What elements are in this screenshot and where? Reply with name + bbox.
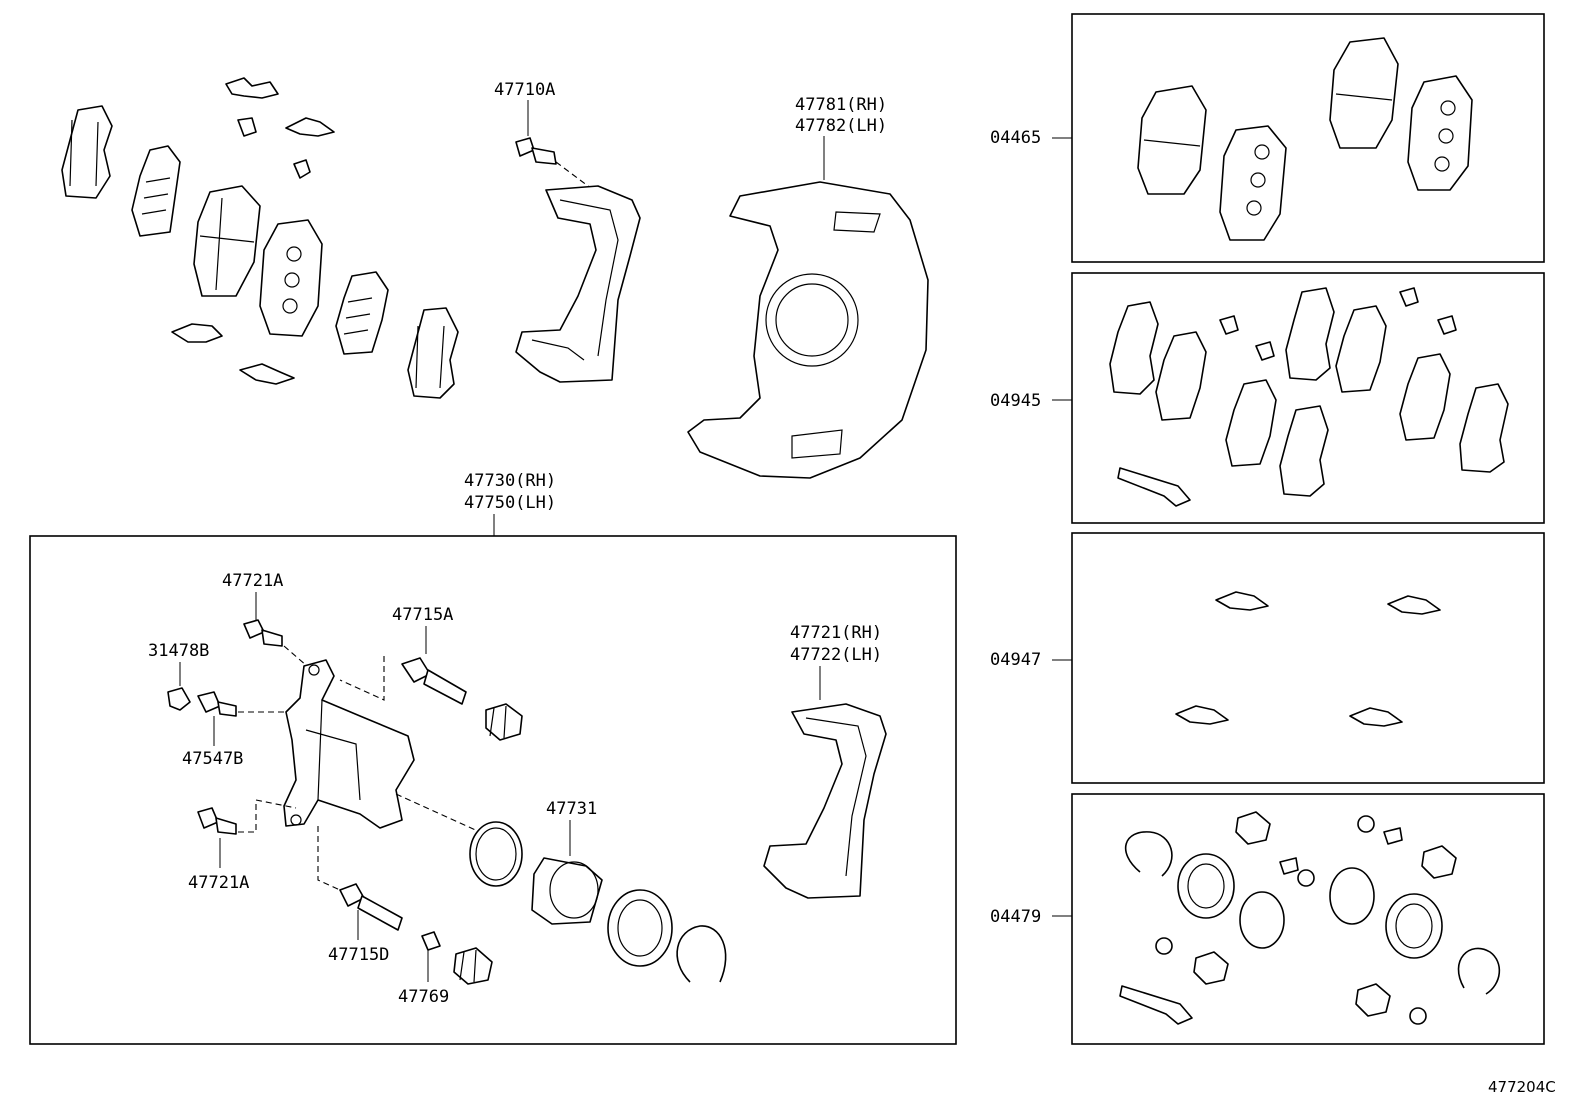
pad-shim-outer-right[interactable] <box>407 307 459 399</box>
bleeder-cap[interactable] <box>167 687 191 711</box>
dust-boot[interactable] <box>607 889 673 967</box>
label-47750-lh: 47750(LH) <box>464 493 556 513</box>
guide-pin-boot-a[interactable] <box>485 703 523 741</box>
label-04479: 04479 <box>990 907 1041 927</box>
pad-shim-inner-right[interactable] <box>335 271 389 355</box>
kit-box-04947 <box>1071 532 1545 784</box>
kit-seals[interactable] <box>1119 811 1501 1025</box>
kit-box-04479 <box>1071 793 1545 1045</box>
guide-pin-a[interactable] <box>401 657 467 705</box>
disc-dust-shield[interactable] <box>687 181 929 479</box>
guide-pin-d[interactable] <box>339 883 403 931</box>
caliper-mounting-bracket[interactable] <box>763 703 887 899</box>
kit-pad-2[interactable] <box>1219 125 1287 241</box>
label-47715d: 47715D <box>328 945 389 965</box>
caliper-bolt-lower[interactable] <box>197 807 237 835</box>
label-04947: 04947 <box>990 650 1041 670</box>
anti-rattle-clip-1[interactable] <box>225 77 279 99</box>
kit-box-04945 <box>1071 272 1545 524</box>
caliper-piston[interactable] <box>531 857 603 925</box>
label-47722-lh: 47722(LH) <box>790 645 882 665</box>
caliper-bolt-upper[interactable] <box>243 619 283 647</box>
kit-shims[interactable] <box>1109 287 1509 507</box>
kit-pad-3[interactable] <box>1329 37 1399 149</box>
assembly-line-top <box>555 161 613 205</box>
pad-shim-inner-left[interactable] <box>131 145 181 237</box>
label-47547b: 47547B <box>182 749 243 769</box>
anti-rattle-clip-6[interactable] <box>239 363 295 385</box>
caliper-bolt-top[interactable] <box>515 137 557 165</box>
label-47730-rh: 47730(RH) <box>464 471 556 491</box>
kit-clips[interactable] <box>1175 591 1441 727</box>
caliper-mounting-bracket-top[interactable] <box>515 185 641 383</box>
label-47781-rh: 47781(RH) <box>795 95 887 115</box>
brake-pad-left-b[interactable] <box>259 219 323 337</box>
anti-rattle-clip-4[interactable] <box>293 159 311 179</box>
anti-rattle-clip-5[interactable] <box>171 323 223 343</box>
bleeder-plug[interactable] <box>197 691 237 717</box>
label-47721-rh: 47721(RH) <box>790 623 882 643</box>
label-47715a: 47715A <box>392 605 453 625</box>
label-47721a-upper: 47721A <box>222 571 283 591</box>
figure-reference: 477204C <box>1488 1078 1556 1096</box>
guide-pin-boot-d[interactable] <box>453 947 493 985</box>
caliper-assembly-box <box>29 535 957 1045</box>
anti-rattle-clip-3[interactable] <box>285 117 335 137</box>
label-47782-lh: 47782(LH) <box>795 116 887 136</box>
brake-pad-left-a[interactable] <box>193 185 261 297</box>
label-47710a: 47710A <box>494 80 555 100</box>
anti-rattle-clip-2[interactable] <box>237 117 257 137</box>
kit-pad-1[interactable] <box>1137 85 1207 195</box>
snap-ring[interactable] <box>676 925 727 983</box>
label-31478b: 31478B <box>148 641 209 661</box>
piston-seal[interactable] <box>469 821 523 887</box>
pad-shim-outer-left[interactable] <box>61 105 113 199</box>
label-47731: 47731 <box>546 799 597 819</box>
bushing[interactable] <box>421 931 441 951</box>
kit-pad-4[interactable] <box>1407 75 1473 191</box>
label-04945: 04945 <box>990 391 1041 411</box>
label-04465: 04465 <box>990 128 1041 148</box>
label-47721a-lower: 47721A <box>188 873 249 893</box>
label-47769: 47769 <box>398 987 449 1007</box>
caliper-body[interactable] <box>283 659 415 829</box>
